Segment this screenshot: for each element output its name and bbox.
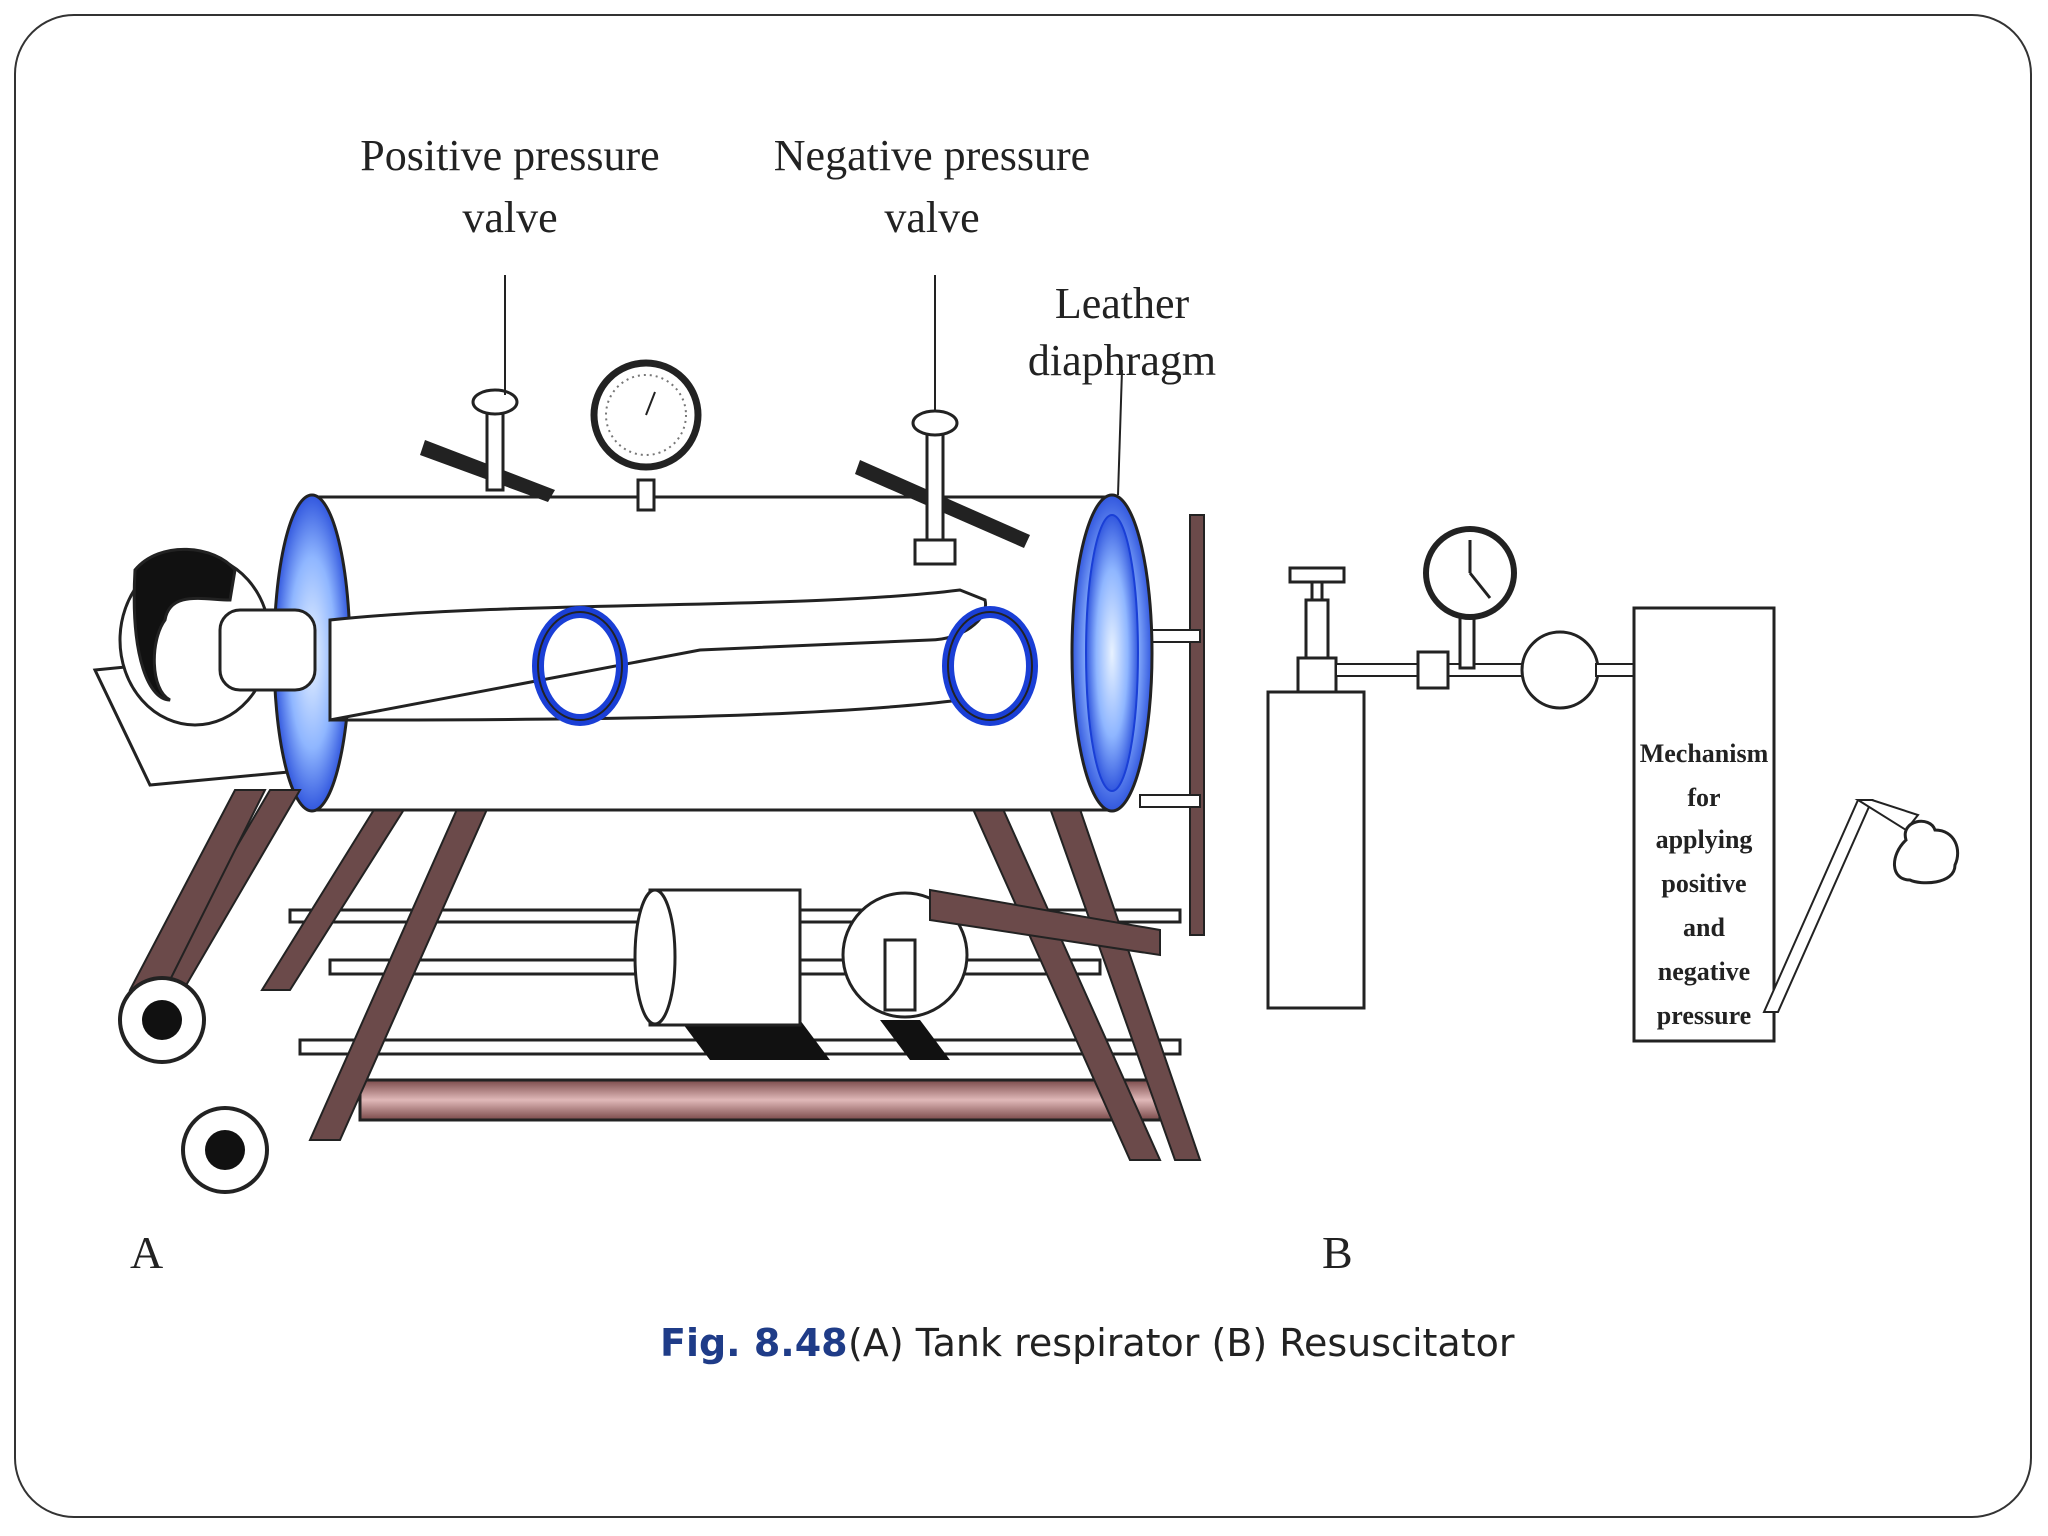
caption-text: (A) Tank respirator (B) Resuscitator <box>848 1321 1515 1365</box>
tank-pressure-gauge <box>590 359 702 512</box>
labels-panel-a: Positive pressure valve Negative pressur… <box>130 131 1216 1278</box>
positive-valve-label-line2: valve <box>462 193 557 242</box>
caption-figure-number: Fig. 8.48 <box>660 1321 848 1365</box>
cylinder-regulator <box>1288 566 1346 694</box>
patient <box>118 547 987 727</box>
inline-valve <box>1416 650 1450 690</box>
motor-unit <box>633 888 1161 1060</box>
positive-valve-label-line1: Positive pressure <box>360 131 659 180</box>
mechanism-line-2: for <box>1687 783 1720 812</box>
tank-respirator <box>92 275 1205 1194</box>
negative-pressure-valve <box>855 275 1030 566</box>
positive-pressure-valve <box>420 275 555 502</box>
wheels <box>118 789 302 1194</box>
diaphragm-label-line1: Leather <box>1055 279 1190 328</box>
panel-b-label: B <box>1322 1227 1353 1278</box>
mechanism-line-5: and <box>1683 913 1725 942</box>
pipe-right <box>1139 514 1205 936</box>
reservoir-bag <box>1520 630 1600 710</box>
mechanism-label: Mechanism for applying positive and nega… <box>1640 739 1769 1030</box>
mechanism-line-3: applying <box>1656 825 1753 854</box>
mechanism-line-7: pressure <box>1657 1001 1751 1030</box>
figure-caption: Fig. 8.48 (A) Tank respirator (B) Resusc… <box>660 1321 1515 1365</box>
connector-pipe <box>1595 663 1635 677</box>
mechanism-line-6: negative <box>1658 957 1750 986</box>
resuscitator: Mechanism for applying positive and nega… <box>1266 526 1960 1278</box>
gas-cylinder <box>1266 690 1366 1010</box>
diaphragm-pointer <box>1117 369 1123 496</box>
negative-valve-label-line1: Negative pressure <box>774 131 1090 180</box>
mechanism-line-4: positive <box>1661 869 1746 898</box>
portholes <box>532 606 1038 726</box>
face-mask-tube <box>1762 799 1960 1013</box>
negative-valve-label-line2: valve <box>884 193 979 242</box>
mechanism-line-1: Mechanism <box>1640 739 1769 768</box>
panel-a-label: A <box>130 1227 163 1278</box>
diaphragm-label-line2: diaphragm <box>1028 336 1216 385</box>
resuscitator-gauge <box>1423 526 1517 670</box>
mechanism-box <box>1632 606 1776 1043</box>
